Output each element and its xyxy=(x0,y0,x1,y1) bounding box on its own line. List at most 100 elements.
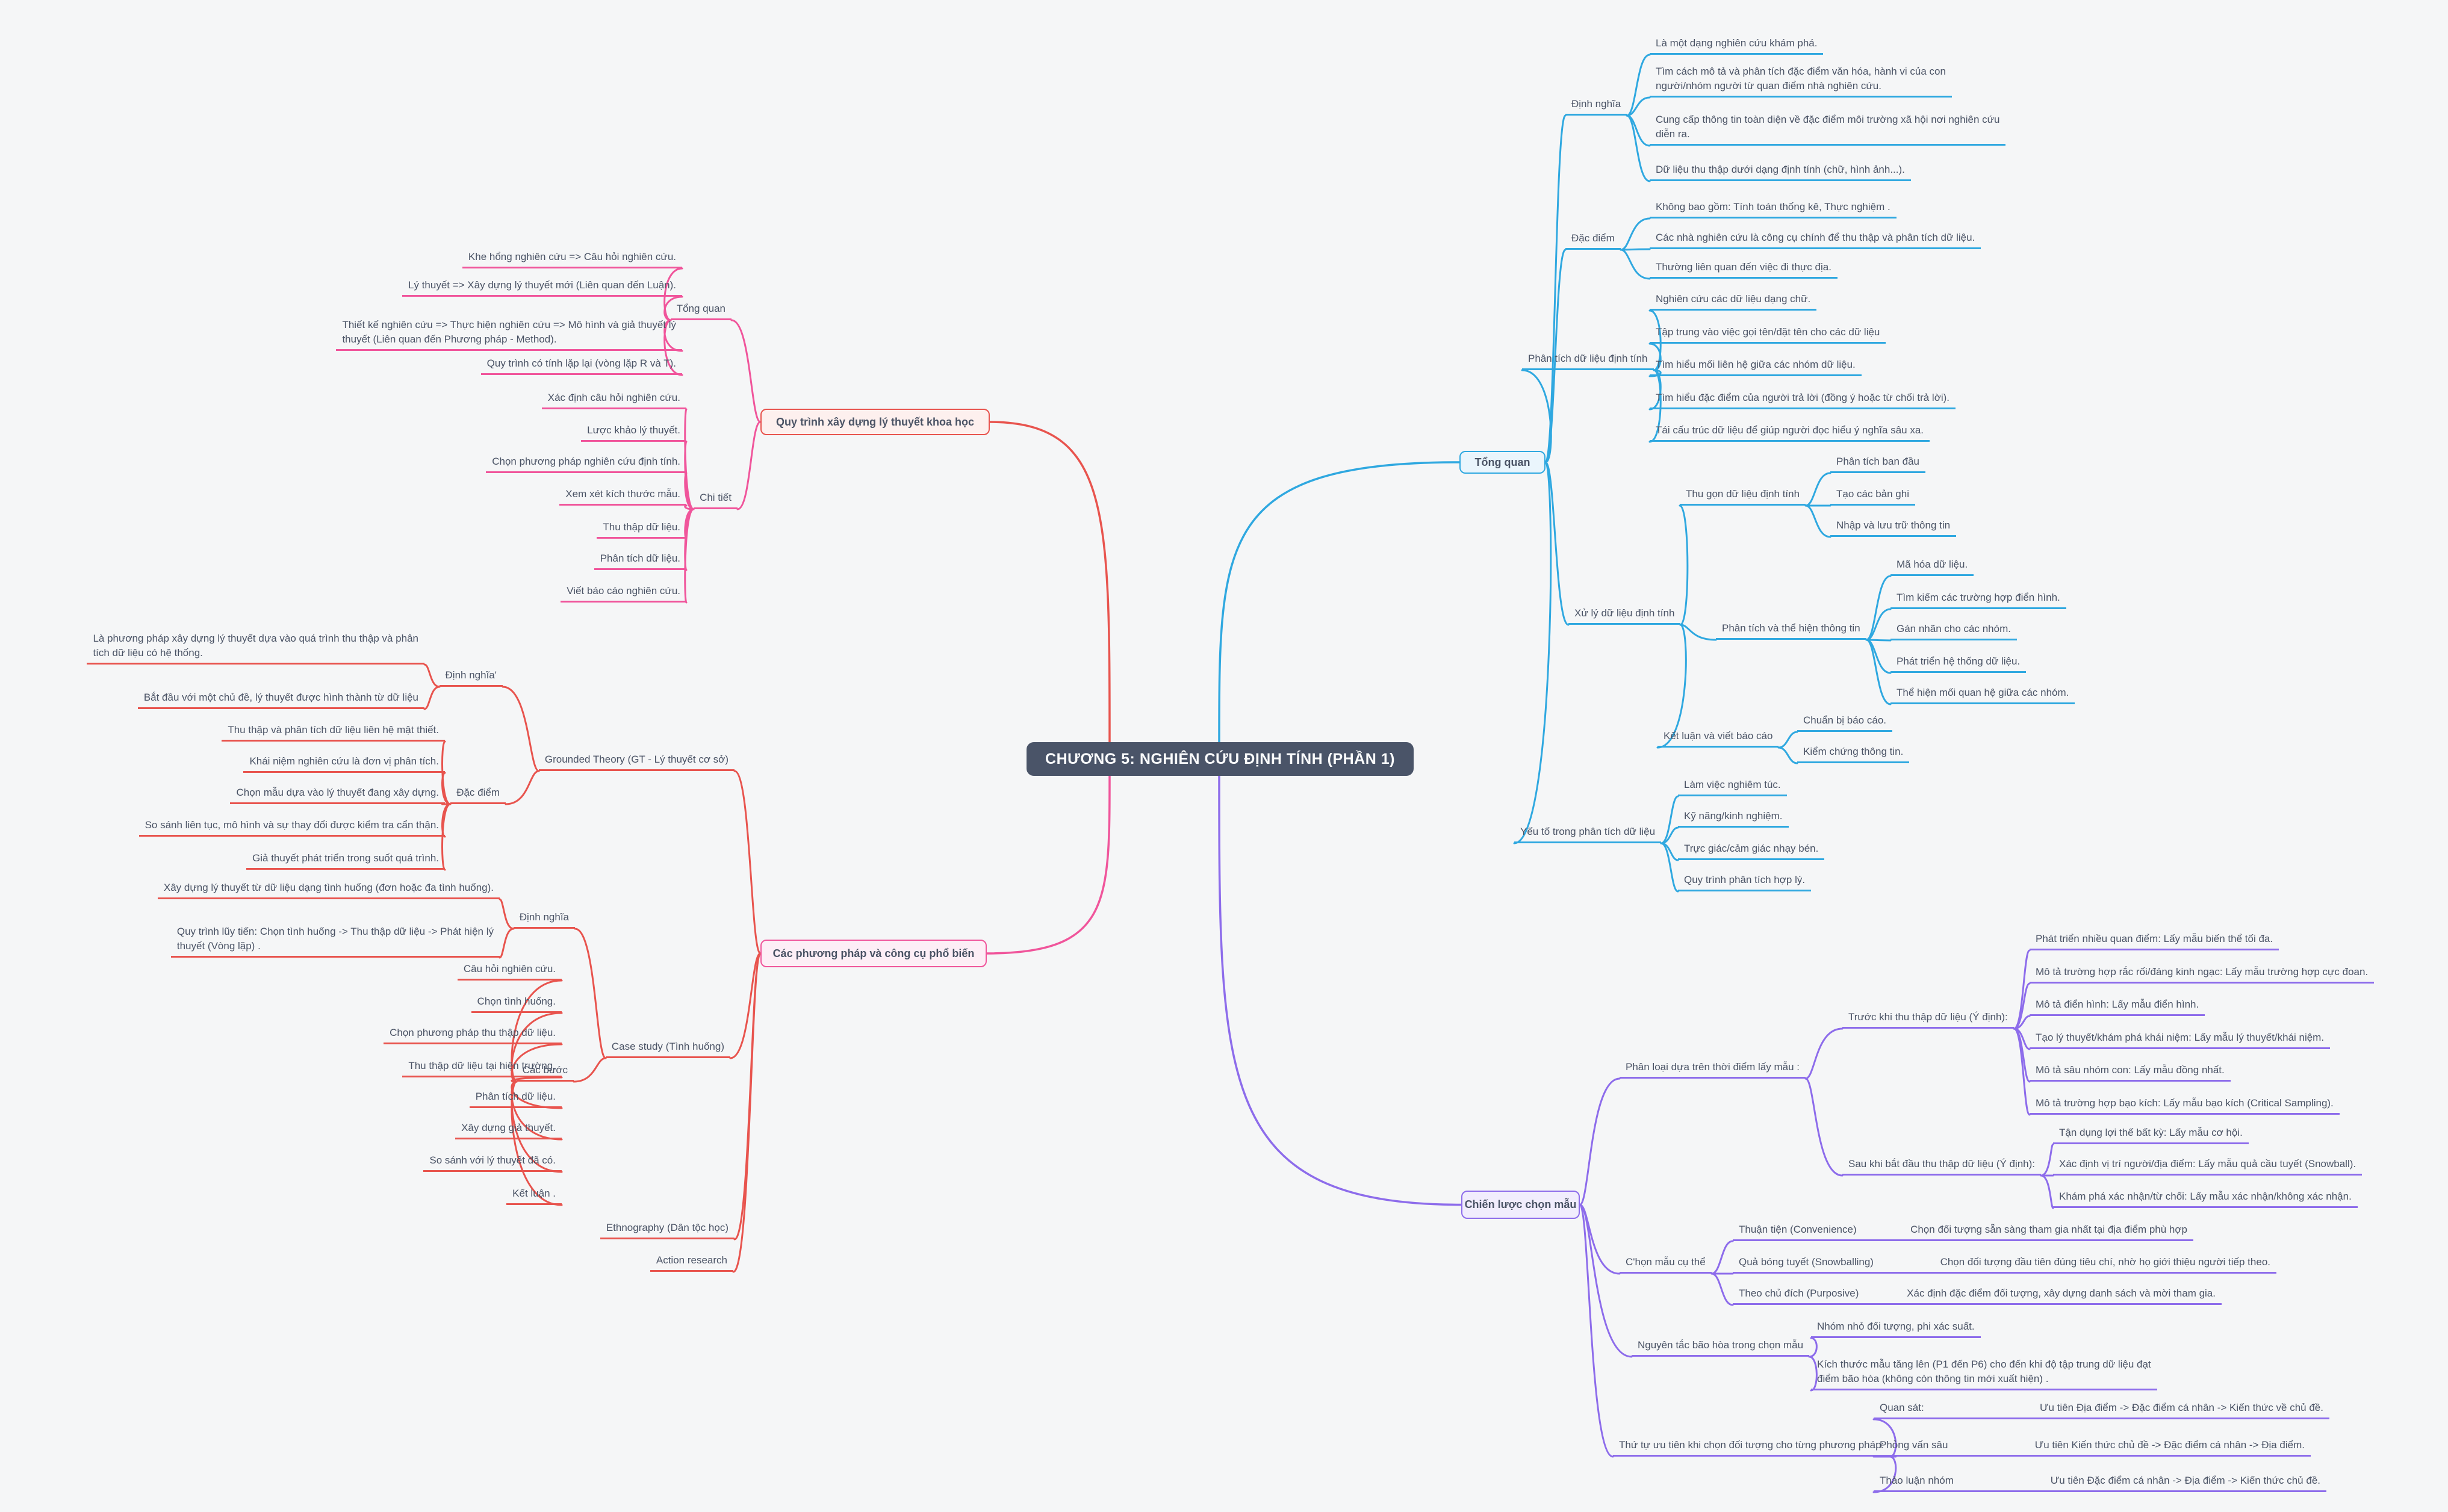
mindmap-topic[interactable]: Tập trung vào việc gọi tên/đặt tên cho c… xyxy=(1650,325,1886,344)
mindmap-topic[interactable]: So sánh với lý thuyết đã có. xyxy=(423,1153,562,1172)
mindmap-topic[interactable]: Tìm cách mô tả và phân tích đặc điểm văn… xyxy=(1650,64,1952,98)
mindmap-topic[interactable]: Quan sát:Ưu tiên Địa điểm -> Đặc điểm cá… xyxy=(1874,1401,2329,1419)
mindmap-topic[interactable]: Chọn tình huống. xyxy=(471,994,562,1013)
mindmap-topic[interactable]: Nhóm nhỏ đối tượng, phi xác suất. xyxy=(1811,1319,1981,1338)
mindmap-topic[interactable]: Thu thập dữ liệu tại hiện trường. xyxy=(402,1059,562,1077)
mindmap-topic[interactable]: Mô tả điển hình: Lấy mẫu điển hình. xyxy=(2030,997,2205,1016)
mindmap-topic[interactable]: Tìm hiểu mối liên hệ giữa các nhóm dữ li… xyxy=(1650,358,1862,376)
mindmap-topic[interactable]: Chuẩn bị báo cáo. xyxy=(1797,713,1892,732)
mindmap-topic[interactable]: Chọn phương pháp nghiên cứu định tính. xyxy=(486,454,686,473)
mindmap-topic[interactable]: Nghiên cứu các dữ liệu dạng chữ. xyxy=(1650,292,1817,311)
mindmap-topic[interactable]: Grounded Theory (GT - Lý thuyết cơ sở) xyxy=(538,752,735,771)
mindmap-topic[interactable]: Tìm hiểu đặc điểm của người trả lời (đồn… xyxy=(1650,391,1956,409)
mindmap-topic[interactable]: Thu thập dữ liệu. xyxy=(597,520,686,539)
mindmap-topic[interactable]: Nguyên tắc bão hòa trong chọn mẫu xyxy=(1632,1338,1810,1357)
mindmap-topic[interactable]: Mô tả trường hợp bạo kích: Lấy mẫu bạo k… xyxy=(2030,1096,2340,1115)
branch-topic-chien-luoc-chon-mau[interactable]: Chiến lược chọn mẫu xyxy=(1461,1191,1580,1219)
mindmap-topic[interactable]: Xây dựng lý thuyết từ dữ liệu dạng tình … xyxy=(157,881,500,899)
mindmap-topic[interactable]: Theo chủ đích (Purposive)Xác định đặc đi… xyxy=(1733,1286,2222,1305)
mindmap-topic[interactable]: Kết luận và viết báo cáo xyxy=(1657,729,1779,748)
mindmap-topic[interactable]: Tận dụng lợi thế bất kỳ: Lấy mẫu cơ hội. xyxy=(2053,1126,2249,1144)
mindmap-topic[interactable]: Khái niệm nghiên cứu là đơn vị phân tích… xyxy=(243,754,445,773)
mindmap-topic[interactable]: Mã hóa dữ liệu. xyxy=(1890,557,1974,576)
branch-topic-tong-quan[interactable]: Tổng quan xyxy=(1459,451,1546,474)
mindmap-topic[interactable]: Quy trình lũy tiến: Chọn tình huống -> T… xyxy=(170,925,500,958)
mindmap-topic[interactable]: Các nhà nghiên cứu là công cụ chính để t… xyxy=(1650,231,1981,249)
mindmap-topic[interactable]: Định nghĩa' xyxy=(439,668,503,687)
mindmap-topic[interactable]: Quả bóng tuyết (Snowballing)Chọn đối tượ… xyxy=(1733,1255,2276,1274)
mindmap-topic[interactable]: Giả thuyết phát triển trong suốt quá trì… xyxy=(246,851,445,870)
mindmap-topic[interactable]: Thu gọn dữ liệu định tính xyxy=(1680,487,1806,506)
mindmap-topic[interactable]: Phân tích dữ liệu. xyxy=(469,1089,562,1108)
mindmap-topic[interactable]: Chọn mẫu dựa vào lý thuyết đang xây dựng… xyxy=(230,785,445,804)
mindmap-topic[interactable]: Action research xyxy=(650,1253,733,1272)
mindmap-topic[interactable]: Xác định câu hỏi nghiên cứu. xyxy=(541,391,686,409)
branch-topic-cac-phuong-phap-cong-cu[interactable]: Các phương pháp và công cụ phổ biến xyxy=(760,940,987,967)
mindmap-topic[interactable]: Tìm kiếm các trường hợp điển hình. xyxy=(1890,590,2066,609)
mindmap-topic[interactable]: Nhập và lưu trữ thông tin xyxy=(1830,518,1957,537)
mindmap-topic[interactable]: Phân loại dựa trên thời điểm lấy mẫu : xyxy=(1620,1060,1806,1079)
mindmap-topic[interactable]: Định nghĩa xyxy=(1565,97,1627,116)
mindmap-topic[interactable]: Tạo các bản ghi xyxy=(1830,487,1915,506)
mindmap-topic[interactable]: Thứ tự ưu tiên khi chọn đối tượng cho từ… xyxy=(1613,1438,1890,1457)
mindmap-topic[interactable]: Kết luận . xyxy=(506,1186,562,1205)
mindmap-topic[interactable]: Thường liên quan đến việc đi thực địa. xyxy=(1650,260,1838,279)
mindmap-topic[interactable]: So sánh liên tục, mô hình và sự thay đổi… xyxy=(138,818,445,837)
mindmap-topic[interactable]: Không bao gồm: Tính toán thống kê, Thực … xyxy=(1650,200,1897,218)
mindmap-topic[interactable]: Câu hỏi nghiên cứu. xyxy=(457,962,562,981)
mindmap-topic[interactable]: Cung cấp thông tin toàn diện về đặc điểm… xyxy=(1650,113,2006,146)
mindmap-topic[interactable]: Dữ liệu thu thập dưới dạng định tính (ch… xyxy=(1650,163,1911,181)
mindmap-topic[interactable]: Đặc điểm xyxy=(1565,231,1621,250)
mindmap-topic[interactable]: Định nghĩa xyxy=(513,910,575,929)
mindmap-topic[interactable]: Xem xét kích thước mẫu. xyxy=(559,487,686,506)
mindmap-topic[interactable]: Khe hổng nghiên cứu => Câu hỏi nghiên cứ… xyxy=(462,250,682,268)
mindmap-topic[interactable]: Là một dạng nghiên cứu khám phá. xyxy=(1650,36,1824,55)
mindmap-topic[interactable]: Phân tích dữ liệu. xyxy=(594,551,686,570)
mindmap-topic[interactable]: Mô tả sâu nhóm con: Lấy mẫu đồng nhất. xyxy=(2030,1063,2231,1082)
mindmap-topic[interactable]: Làm việc nghiêm túc. xyxy=(1678,778,1787,796)
mindmap-topic[interactable]: Kiểm chứng thông tin. xyxy=(1797,745,1910,763)
mindmap-topic[interactable]: Xác định vị trí người/địa điểm: Lấy mẫu … xyxy=(2053,1157,2363,1176)
mindmap-topic[interactable]: Thuận tiện (Convenience)Chọn đối tượng s… xyxy=(1733,1222,2193,1241)
mindmap-topic[interactable]: Xây dựng giả thuyết. xyxy=(455,1121,562,1139)
mindmap-topic[interactable]: Quy trình phân tích hợp lý. xyxy=(1678,873,1812,891)
mindmap-topic[interactable]: Chọn phương pháp thu thập dữ liệu. xyxy=(384,1026,562,1044)
mindmap-topic[interactable]: Phân tích và thể hiện thông tin xyxy=(1716,621,1866,640)
mindmap-topic[interactable]: Đặc điểm xyxy=(450,785,506,804)
mindmap-topic[interactable]: Tổng quan xyxy=(670,302,732,320)
mindmap-topic[interactable]: Lý thuyết => Xây dựng lý thuyết mới (Liê… xyxy=(402,278,682,297)
mindmap-topic[interactable]: Kỹ năng/kinh nghiệm. xyxy=(1678,809,1789,828)
mindmap-topic[interactable]: Trực giác/cảm giác nhạy bén. xyxy=(1678,841,1825,860)
mindmap-topic[interactable]: Là phương pháp xây dựng lý thuyết dựa và… xyxy=(87,631,424,665)
mindmap-topic[interactable]: Khám phá xác nhận/từ chối: Lấy mẫu xác n… xyxy=(2053,1189,2358,1208)
mindmap-topic[interactable]: Phát triển hệ thống dữ liệu. xyxy=(1890,654,2027,673)
mindmap-topic[interactable]: Bắt đầu với một chủ đề, lý thuyết được h… xyxy=(137,690,424,709)
mindmap-topic[interactable]: Phát triển nhiều quan điểm: Lấy mẫu biến… xyxy=(2030,932,2279,950)
central-topic[interactable]: CHƯƠNG 5: NGHIÊN CỨU ĐỊNH TÍNH (PHẦN 1) xyxy=(1027,742,1414,776)
mindmap-topic[interactable]: C'họn mẫu cụ thể xyxy=(1620,1255,1712,1274)
mindmap-topic[interactable]: Phân tích dữ liệu định tính xyxy=(1522,352,1654,370)
mindmap-topic[interactable]: Xử lý dữ liệu định tính xyxy=(1568,606,1681,625)
mindmap-topic[interactable]: Tạo lý thuyết/khám phá khái niệm: Lấy mẫ… xyxy=(2030,1030,2331,1049)
mindmap-topic[interactable]: Lược khảo lý thuyết. xyxy=(581,423,686,442)
mindmap-topic[interactable]: Sau khi bắt đầu thu thập dữ liệu (Ý định… xyxy=(1842,1157,2042,1176)
mindmap-topic[interactable]: Thể hiện mối quan hệ giữa các nhóm. xyxy=(1890,686,2075,704)
mindmap-topic[interactable]: Kích thước mẫu tăng lên (P1 đến P6) cho … xyxy=(1811,1357,2157,1390)
mindmap-topic[interactable]: Tái cấu trúc dữ liệu để giúp người đọc h… xyxy=(1650,423,1930,442)
mindmap-topic[interactable]: Trước khi thu thập dữ liệu (Ý định): xyxy=(1842,1010,2014,1029)
mindmap-topic[interactable]: Gán nhãn cho các nhóm. xyxy=(1890,622,2017,640)
mindmap-topic[interactable]: Quy trình có tính lặp lại (vòng lặp R và… xyxy=(480,356,682,375)
mindmap-topic[interactable]: Ethnography (Dân tộc học) xyxy=(600,1221,735,1239)
mindmap-topic[interactable]: Case study (Tình huống) xyxy=(605,1040,730,1058)
mindmap-topic[interactable]: Mô tả trường hợp rắc rối/đáng kinh ngạc:… xyxy=(2030,965,2375,984)
mindmap-topic[interactable]: Thu thập và phân tích dữ liệu liên hệ mậ… xyxy=(222,723,445,742)
mindmap-topic[interactable]: Thiết kế nghiên cứu => Thực hiện nghiên … xyxy=(336,318,682,351)
mindmap-topic[interactable]: Các bước xyxy=(516,1063,574,1082)
mindmap-topic[interactable]: Chi tiết xyxy=(694,491,738,509)
mindmap-topic[interactable]: Phân tích ban đầu xyxy=(1830,454,1926,473)
mindmap-topic[interactable]: Yếu tố trong phân tích dữ liệu xyxy=(1514,825,1662,843)
mindmap-topic[interactable]: Viết báo cáo nghiên cứu. xyxy=(561,584,686,603)
branch-topic-quy-trinh-xay-dung-ly-thuyet[interactable]: Quy trình xây dựng lý thuyết khoa học xyxy=(760,409,990,435)
